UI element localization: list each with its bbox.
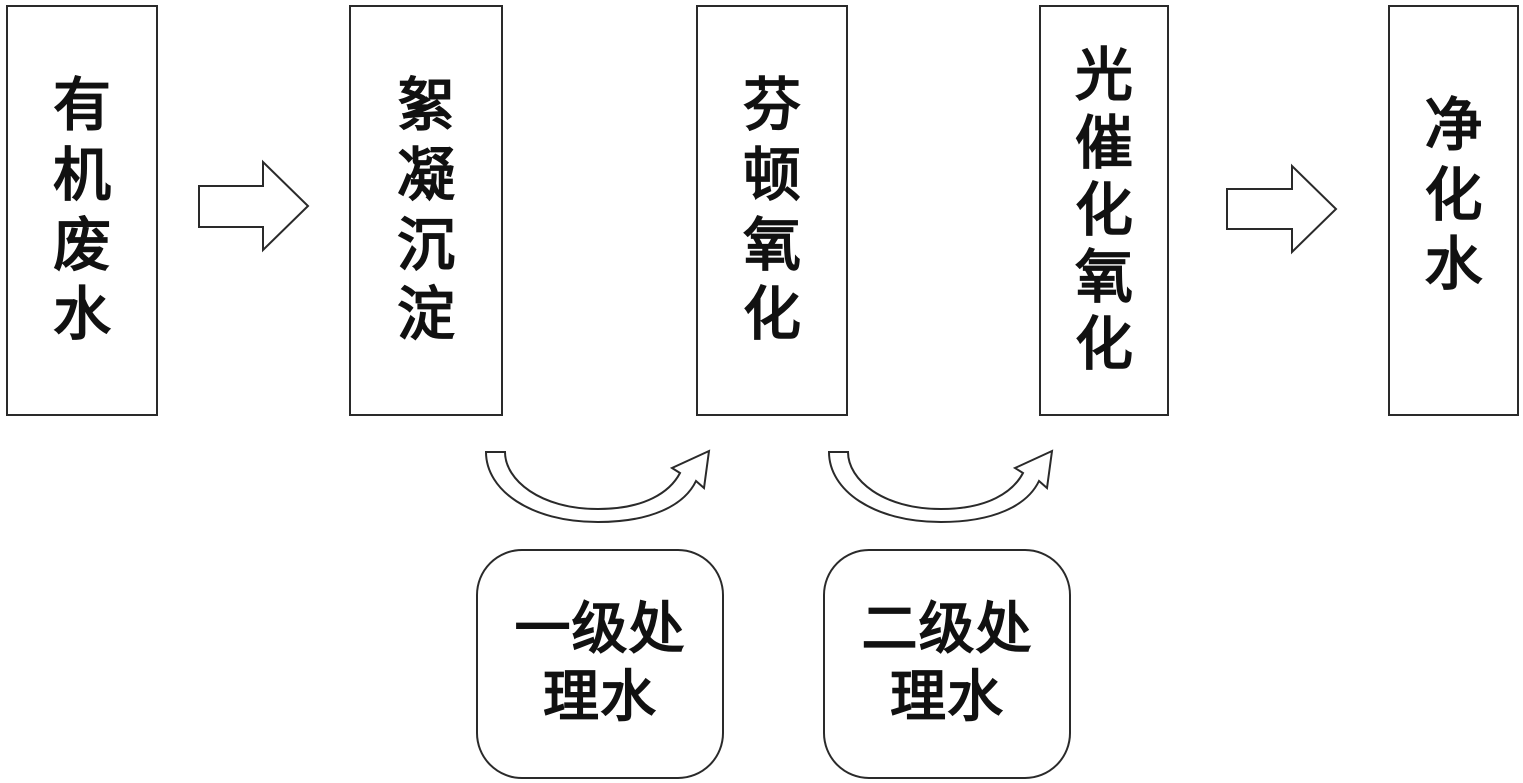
stage-fenton-oxidation: 芬 顿 氧 化 bbox=[696, 5, 848, 416]
stage-char: 化 bbox=[742, 280, 801, 349]
stage-char: 芬 bbox=[742, 71, 801, 140]
stage-char: 凝 bbox=[396, 140, 455, 209]
stage-char: 顿 bbox=[742, 140, 801, 209]
stage-photocatalytic-oxidation: 光 催 化 氧 化 bbox=[1039, 5, 1169, 416]
stage-char: 絮 bbox=[396, 71, 455, 140]
stage-char: 化 bbox=[1424, 160, 1483, 229]
stage-char: 沉 bbox=[396, 210, 455, 279]
stage-char: 氧 bbox=[1074, 243, 1133, 312]
stage-flocculation: 絮 凝 沉 淀 bbox=[349, 5, 503, 416]
stage-char: 氧 bbox=[742, 210, 801, 279]
stage-char: 催 bbox=[1074, 108, 1133, 177]
stage-char: 淀 bbox=[396, 280, 455, 349]
curved-arrow-icon bbox=[827, 449, 1054, 524]
stage-organic-wastewater: 有 机 废 水 bbox=[6, 5, 158, 416]
stage-char: 废 bbox=[52, 210, 111, 279]
stage-char: 光 bbox=[1074, 41, 1133, 110]
curved-arrow-icon bbox=[484, 449, 711, 524]
primary-treated-water-box: 一级处理水 bbox=[476, 549, 724, 779]
stage-char: 化 bbox=[1074, 175, 1133, 244]
stage-label: 净 化 水 bbox=[1424, 91, 1482, 300]
stage-purified-water: 净 化 水 bbox=[1388, 5, 1519, 416]
stage-label: 光 催 化 氧 化 bbox=[1074, 41, 1133, 379]
stage-label: 絮 凝 沉 淀 bbox=[397, 71, 455, 349]
stage-char: 机 bbox=[52, 140, 111, 209]
stage-label: 有 机 废 水 bbox=[53, 71, 111, 349]
stage-label: 芬 顿 氧 化 bbox=[743, 71, 801, 349]
primary-treated-water-label: 一级处理水 bbox=[514, 596, 686, 730]
stage-char: 净 bbox=[1424, 91, 1483, 160]
stage-char: 水 bbox=[1424, 230, 1483, 299]
secondary-treated-water-box: 二级处理水 bbox=[823, 549, 1071, 779]
right-arrow-icon bbox=[1226, 163, 1338, 255]
right-arrow-icon bbox=[198, 159, 310, 253]
secondary-treated-water-label: 二级处理水 bbox=[861, 596, 1033, 730]
stage-char: 化 bbox=[1074, 310, 1133, 379]
stage-char: 水 bbox=[52, 280, 111, 349]
stage-char: 有 bbox=[52, 71, 111, 140]
